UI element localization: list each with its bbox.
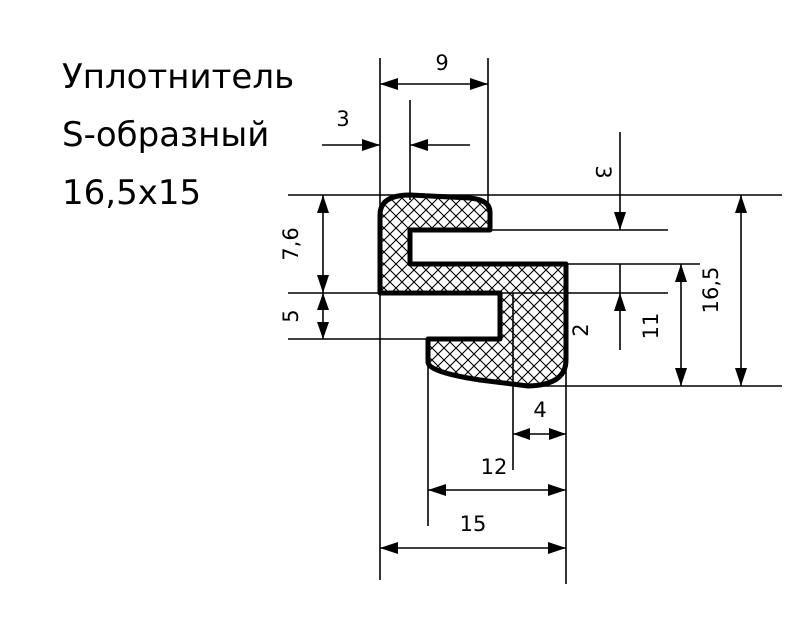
title-line-3: 16,5x15 [62, 173, 202, 213]
dim-bottom-width: 12 [428, 455, 566, 496]
dim-label-bottom-width: 12 [481, 455, 508, 479]
dim-label-left-slot: 5 [279, 309, 303, 322]
dim-label-top-width: 9 [435, 51, 448, 75]
dim-label-right-lower-height: 11 [639, 313, 663, 340]
extension-lines [288, 58, 782, 584]
dim-label-right-lower-gap: 2 [569, 323, 593, 336]
dim-label-total-height: 16,5 [699, 267, 723, 314]
dim-total-height: 16,5 [699, 195, 747, 386]
dim-left-slot: 5 [279, 293, 329, 339]
dim-label-bottom-lip: 4 [533, 398, 546, 422]
seal-profile [377, 192, 569, 389]
dim-label-total-width: 15 [460, 512, 487, 536]
dim-bottom-lip: 4 [513, 398, 566, 440]
dim-total-width: 15 [380, 512, 566, 554]
dim-right-lower-height: 11 [639, 264, 687, 386]
dim-right-lower-gap: 2 [569, 323, 593, 336]
dim-label-lip-thickness: 3 [336, 107, 349, 131]
title-line-1: Уплотнитель [62, 57, 295, 97]
dim-right-top-offset: 3 [591, 132, 626, 350]
dim-label-right-top-offset: 3 [591, 165, 615, 178]
dim-lip-thickness: 3 [322, 107, 470, 151]
dim-label-left-upper-height: 7,6 [279, 227, 303, 260]
dim-top-width: 9 [380, 51, 488, 90]
dim-left-upper-height: 7,6 [279, 195, 329, 293]
title-line-2: S-образный [62, 115, 270, 155]
